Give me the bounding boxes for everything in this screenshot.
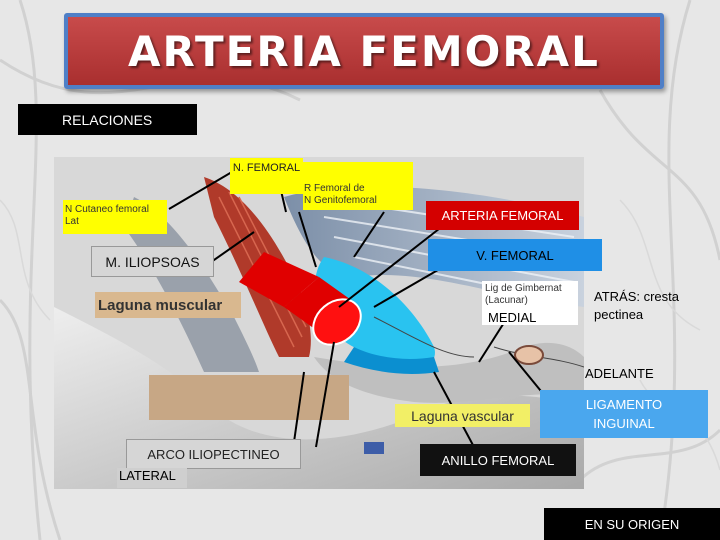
label-lateral: LATERAL bbox=[117, 468, 187, 488]
label-anillo-femoral: ANILLO FEMORAL bbox=[420, 444, 576, 476]
section-label: RELACIONES bbox=[18, 104, 197, 135]
label-r-femoral-genitofemoral: R Femoral de N Genitofemoral bbox=[303, 162, 413, 210]
page-title: ARTERIA FEMORAL bbox=[128, 26, 600, 76]
label-ligamento-inguinal: LIGAMENTO INGUINAL bbox=[540, 390, 708, 438]
section-label-text: RELACIONES bbox=[62, 111, 153, 128]
label-medial: MEDIAL bbox=[488, 310, 537, 325]
label-arteria-femoral: ARTERIA FEMORAL bbox=[426, 201, 579, 230]
label-laguna-muscular: Laguna muscular bbox=[95, 292, 241, 318]
label-en-su-origen: EN SU ORIGEN bbox=[544, 508, 720, 540]
label-adelante: ADELANTE bbox=[585, 366, 654, 381]
label-atras-cresta-pectinea: ATRÁS: cresta pectinea bbox=[594, 289, 680, 322]
artery-cylinder bbox=[239, 252, 362, 346]
label-m-iliopsoas: M. ILIOPSOAS bbox=[91, 246, 214, 277]
anatomy-illustration bbox=[54, 157, 584, 489]
label-n-femoral: N. FEMORAL bbox=[230, 158, 303, 194]
label-v-femoral: V. FEMORAL bbox=[428, 239, 602, 271]
label-laguna-vascular: Laguna vascular bbox=[395, 404, 530, 427]
title-banner: ARTERIA FEMORAL bbox=[64, 13, 664, 89]
label-lig-gimbernat: Lig de Gimbernat (Lacunar) bbox=[482, 281, 578, 325]
label-n-cutaneo-femoral: N Cutaneo femoral Lat bbox=[63, 200, 167, 234]
label-arco-iliopectineo: ARCO ILIOPECTINEO bbox=[126, 439, 301, 469]
